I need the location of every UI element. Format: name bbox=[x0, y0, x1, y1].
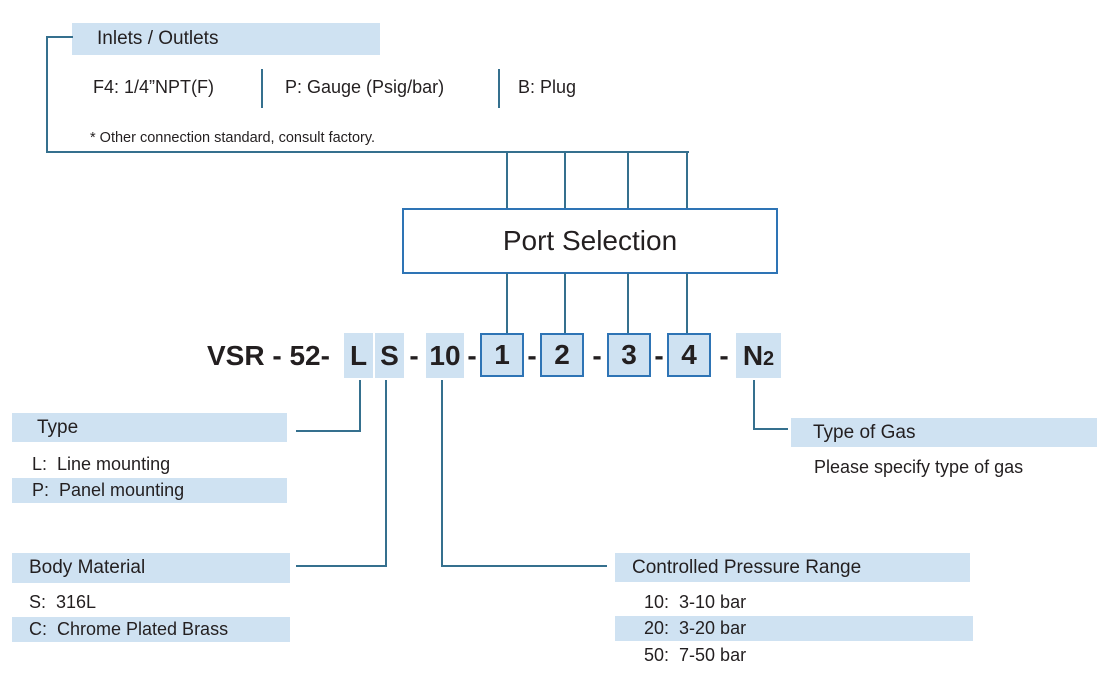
body-material-title: Body Material bbox=[29, 557, 146, 578]
type-connector-horizontal bbox=[296, 430, 361, 432]
code-port-box-4: 4 bbox=[667, 333, 711, 377]
port-connector-bottom-3 bbox=[627, 273, 629, 333]
code-dash: - bbox=[592, 340, 602, 371]
type-of-gas-note: Please specify type of gas bbox=[814, 456, 1024, 477]
code-port-box-2: 2 bbox=[540, 333, 584, 377]
type-header: Type bbox=[12, 413, 287, 442]
bracket-top-stub-line bbox=[46, 36, 73, 38]
type-item-line-mounting: L: Line mounting bbox=[32, 454, 171, 474]
port-connector-bottom-4 bbox=[686, 273, 688, 333]
type-of-gas-title: Type of Gas bbox=[813, 421, 916, 443]
code-material-chip: S bbox=[375, 333, 404, 378]
port-selection-box: Port Selection bbox=[402, 208, 778, 274]
code-dash: - bbox=[527, 340, 537, 371]
pressure-connector-horizontal bbox=[441, 565, 607, 567]
type-item-panel-mounting: P: Panel mounting bbox=[12, 478, 287, 503]
option-divider bbox=[261, 69, 263, 108]
pressure-item-20: 20: 3-20 bar bbox=[615, 616, 973, 641]
type-connector-vertical bbox=[359, 380, 361, 432]
port-connector-top-3 bbox=[627, 152, 629, 209]
bracket-horizontal-line bbox=[46, 151, 689, 153]
code-prefix: VSR - 52- bbox=[207, 340, 330, 371]
inlets-outlets-title: Inlets / Outlets bbox=[97, 28, 219, 49]
gas-subscript: 2 bbox=[763, 348, 775, 370]
code-port-box-3: 3 bbox=[607, 333, 651, 377]
code-gas-chip: N2 bbox=[736, 333, 781, 378]
code-dash: - bbox=[719, 340, 729, 371]
pressure-range-title: Controlled Pressure Range bbox=[632, 556, 862, 578]
pressure-item-10: 10: 3-10 bar bbox=[644, 592, 747, 612]
gas-letter: N bbox=[742, 340, 764, 371]
type-of-gas-header: Type of Gas bbox=[791, 418, 1097, 447]
code-port-box-1: 1 bbox=[480, 333, 524, 377]
code-range-chip: 10 bbox=[426, 333, 464, 378]
material-connector-vertical bbox=[385, 380, 387, 567]
inlet-option-p: P: Gauge (Psig/bar) bbox=[285, 77, 445, 97]
pressure-connector-vertical bbox=[441, 380, 443, 567]
option-divider bbox=[498, 69, 500, 108]
gas-connector-vertical bbox=[753, 380, 755, 430]
code-dash: - bbox=[654, 340, 664, 371]
code-dash: - bbox=[467, 340, 477, 371]
pressure-range-header: Controlled Pressure Range bbox=[615, 553, 970, 582]
inlets-note: * Other connection standard, consult fac… bbox=[90, 130, 376, 146]
inlet-option-f4: F4: 1/4”NPT(F) bbox=[93, 77, 215, 97]
port-connector-top-2 bbox=[564, 152, 566, 209]
port-connector-top-4 bbox=[686, 152, 688, 209]
code-type-chip: L bbox=[344, 333, 373, 378]
code-dash: - bbox=[409, 340, 419, 371]
material-item-chrome-brass: C: Chrome Plated Brass bbox=[12, 617, 290, 642]
pressure-item-50: 50: 7-50 bar bbox=[644, 645, 747, 665]
bracket-vertical-line bbox=[46, 36, 48, 153]
gas-connector-horizontal bbox=[753, 428, 788, 430]
inlets-outlets-header: Inlets / Outlets bbox=[72, 23, 380, 55]
port-connector-top-1 bbox=[506, 152, 508, 209]
material-connector-horizontal bbox=[296, 565, 387, 567]
material-item-316l: S: 316L bbox=[29, 592, 97, 612]
port-selection-title: Port Selection bbox=[502, 225, 678, 256]
body-material-header: Body Material bbox=[12, 553, 290, 583]
port-connector-bottom-1 bbox=[506, 273, 508, 333]
inlet-option-b: B: Plug bbox=[518, 77, 577, 97]
type-title: Type bbox=[37, 416, 79, 438]
port-connector-bottom-2 bbox=[564, 273, 566, 333]
